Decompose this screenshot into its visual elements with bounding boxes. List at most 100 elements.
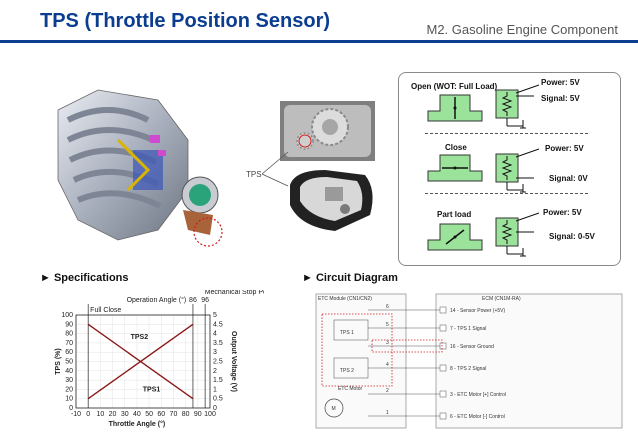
- tps1-label: TPS 1: [340, 330, 354, 336]
- state-open-signal: Signal: 5V: [541, 94, 580, 103]
- y-left-tick-label: 0: [69, 405, 73, 412]
- states-divider: [425, 193, 588, 194]
- y-right-tick-label: 1: [213, 386, 217, 393]
- tps2-label: TPS 2: [340, 368, 354, 374]
- x-axis-title: Throttle Angle (°): [109, 420, 166, 428]
- y-right-tick-label: 2.5: [213, 359, 223, 366]
- y-left-tick-label: 40: [65, 368, 73, 375]
- throttle-valve-icon: [427, 94, 483, 122]
- state-close-signal: Signal: 0V: [549, 174, 588, 183]
- y-left-tick-label: 60: [65, 349, 73, 356]
- x-tick-label: 100: [204, 411, 216, 418]
- top-axis-label: Operation Angle (°): [127, 296, 187, 304]
- y-right-tick-label: 5: [213, 312, 217, 319]
- annotation-96: 96: [201, 297, 209, 304]
- throttle-valve-icon: [427, 223, 483, 251]
- y-left-tick-label: 70: [65, 340, 73, 347]
- circuit-signal-label: 14 - Sensor Power (+5V): [450, 308, 505, 314]
- circuit-terminal: [439, 364, 447, 372]
- circuit-terminal: [439, 412, 447, 420]
- circuit-pin-number: 6: [386, 304, 389, 310]
- y-left-tick-label: 50: [65, 359, 73, 366]
- potentiometer-icon: [495, 148, 540, 193]
- x-tick-label: 90: [194, 411, 202, 418]
- chart-plot-area: [75, 314, 211, 409]
- circuit-pin-number: 4: [386, 362, 389, 368]
- x-tick-label: 40: [133, 411, 141, 418]
- annotation-full-close: Full Close: [90, 307, 121, 314]
- tps-circuit-diagram: ETC Module (CN1/CN2) ECM (CN1M-RA) TPS 1…: [315, 293, 623, 429]
- throttle-valve-icon: [427, 154, 483, 182]
- circuit-signal-label: 6 - ETC Motor [-] Control: [450, 414, 505, 420]
- y-right-tick-label: 0.5: [213, 396, 223, 403]
- circuit-terminal: [439, 306, 447, 314]
- etc-motor-label: ETC Motor: [338, 386, 363, 392]
- state-partload-signal: Signal: 0-5V: [549, 232, 595, 241]
- x-tick-label: 70: [170, 411, 178, 418]
- states-divider: [425, 133, 588, 134]
- y-left-tick-label: 80: [65, 331, 73, 338]
- x-tick-label: 30: [121, 411, 129, 418]
- annotation-86: 86: [189, 297, 197, 304]
- tps-gear-photo: [280, 101, 375, 161]
- x-tick-label: 80: [182, 411, 190, 418]
- circuit-pin-number: 1: [386, 410, 389, 416]
- circuit-diagram-heading: ► Circuit Diagram: [302, 272, 398, 284]
- series-line-tps1: [87, 323, 194, 400]
- tps-output-chart: 010203040506070809010000.511.522.533.544…: [55, 290, 264, 428]
- y-left-axis-title: TPS (%): [55, 348, 62, 374]
- x-tick-label: 0: [86, 411, 90, 418]
- state-open-label: Open (WOT: Full Load): [411, 82, 498, 91]
- tps-sensor-photo: [290, 170, 373, 231]
- specifications-heading: ► Specifications: [40, 272, 129, 284]
- y-right-axis-title: Output Voltage (V): [230, 331, 237, 392]
- top-axis-label-right: Mechanical Stop Position: [205, 290, 264, 296]
- page-title: TPS (Throttle Position Sensor): [40, 10, 331, 32]
- x-tick-label: 60: [157, 411, 165, 418]
- circuit-pin-number: 2: [386, 388, 389, 394]
- state-close-power: Power: 5V: [545, 144, 584, 153]
- y-right-tick-label: 4: [213, 331, 217, 338]
- y-right-tick-label: 2: [213, 368, 217, 375]
- circuit-signal-label: 7 - TPS 1 Signal: [450, 326, 486, 332]
- series-label-tps2: TPS2: [131, 334, 149, 341]
- ecm-label: ECM (CN1M-RA): [482, 296, 521, 302]
- series-label-tps1: TPS1: [143, 386, 161, 393]
- state-partload-label: Part load: [437, 210, 472, 219]
- x-tick-label: 20: [109, 411, 117, 418]
- y-right-tick-label: 1.5: [213, 377, 223, 384]
- circuit-pin-number: 3: [386, 340, 389, 346]
- circuit-terminal: [439, 390, 447, 398]
- y-left-tick-label: 10: [65, 396, 73, 403]
- potentiometer-icon: [495, 212, 540, 257]
- y-left-tick-label: 100: [61, 312, 73, 319]
- potentiometer-icon: [495, 84, 540, 129]
- motor-symbol: M: [332, 406, 336, 412]
- header-rule: [0, 40, 638, 43]
- y-left-tick-label: 30: [65, 377, 73, 384]
- x-tick-label: -10: [71, 411, 81, 418]
- y-left-tick-label: 90: [65, 321, 73, 328]
- circuit-terminal: [439, 324, 447, 332]
- circuit-terminal: [439, 342, 447, 350]
- state-close-label: Close: [445, 143, 467, 152]
- circuit-signal-label: 16 - Sensor Ground: [450, 344, 494, 350]
- y-right-tick-label: 4.5: [213, 321, 223, 328]
- circuit-pin-number: 5: [386, 322, 389, 328]
- circuit-signal-label: 3 - ETC Motor [+] Control: [450, 392, 506, 398]
- y-right-tick-label: 3: [213, 349, 217, 356]
- y-right-tick-label: 0: [213, 405, 217, 412]
- state-open-power: Power: 5V: [541, 78, 580, 87]
- intake-manifold-image: [57, 89, 223, 247]
- etc-module-label: ETC Module (CN1/CN2): [318, 296, 372, 302]
- y-right-tick-label: 3.5: [213, 340, 223, 347]
- x-tick-label: 50: [145, 411, 153, 418]
- slide-header: TPS (Throttle Position Sensor) M2. Gasol…: [0, 0, 638, 43]
- tps-callout-line: [262, 151, 289, 187]
- x-tick-label: 10: [96, 411, 104, 418]
- module-label: M2. Gasoline Engine Component: [426, 22, 618, 37]
- tps-callout-label: TPS: [246, 170, 262, 179]
- state-partload-power: Power: 5V: [543, 208, 582, 217]
- y-left-tick-label: 20: [65, 386, 73, 393]
- circuit-signal-label: 8 - TPS 2 Signal: [450, 366, 486, 372]
